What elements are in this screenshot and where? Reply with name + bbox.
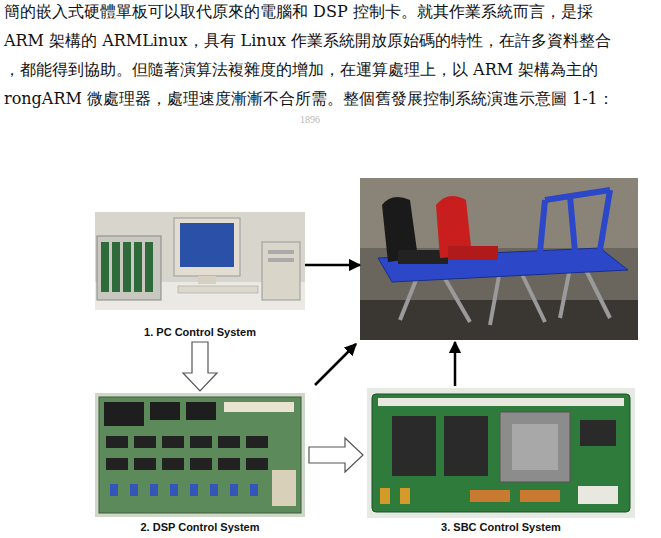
watermark: 1896 xyxy=(300,114,320,126)
pc-photo xyxy=(95,212,305,310)
body-text: 簡的嵌入式硬體單板可以取代原來的電腦和 DSP 控制卡。就其作業系統而言，是採 xyxy=(4,2,593,22)
motion-platform-panel xyxy=(360,178,638,340)
panel-caption: 3. SBC Control System xyxy=(367,521,635,533)
panel-caption: 2. DSP Control System xyxy=(95,521,305,533)
arrow-line xyxy=(305,264,360,267)
sbc-board-photo xyxy=(367,388,635,518)
body-text: rongARM 微處理器，處理速度漸漸不合所需。整個舊發展控制系統演進示意圖 1… xyxy=(4,89,614,109)
block-arrow xyxy=(309,438,363,472)
dsp-system-panel: 2. DSP Control System xyxy=(95,393,305,535)
caption-text: 2. DSP Control System xyxy=(139,521,262,533)
panel-caption: 1. PC Control System xyxy=(95,326,305,338)
block-arrow xyxy=(183,342,217,391)
body-text: ARM 架構的 ARMLinux，具有 Linux 作業系統開放原始碼的特性，在… xyxy=(4,31,611,51)
caption-text: 3. SBC Control System xyxy=(439,521,563,533)
arrow-line xyxy=(454,342,457,386)
body-text: ，都能得到協助。但隨著演算法複雜度的增加，在運算處理上，以 ARM 架構為主的 xyxy=(4,60,598,80)
sbc-system-panel: 3. SBC Control System xyxy=(367,388,635,535)
arrow-line xyxy=(315,344,356,385)
caption-text: 1. PC Control System xyxy=(142,326,258,338)
motion-platform-photo xyxy=(360,178,638,340)
dsp-board-photo xyxy=(95,393,305,517)
pc-system-panel: 1. PC Control System xyxy=(95,212,305,340)
